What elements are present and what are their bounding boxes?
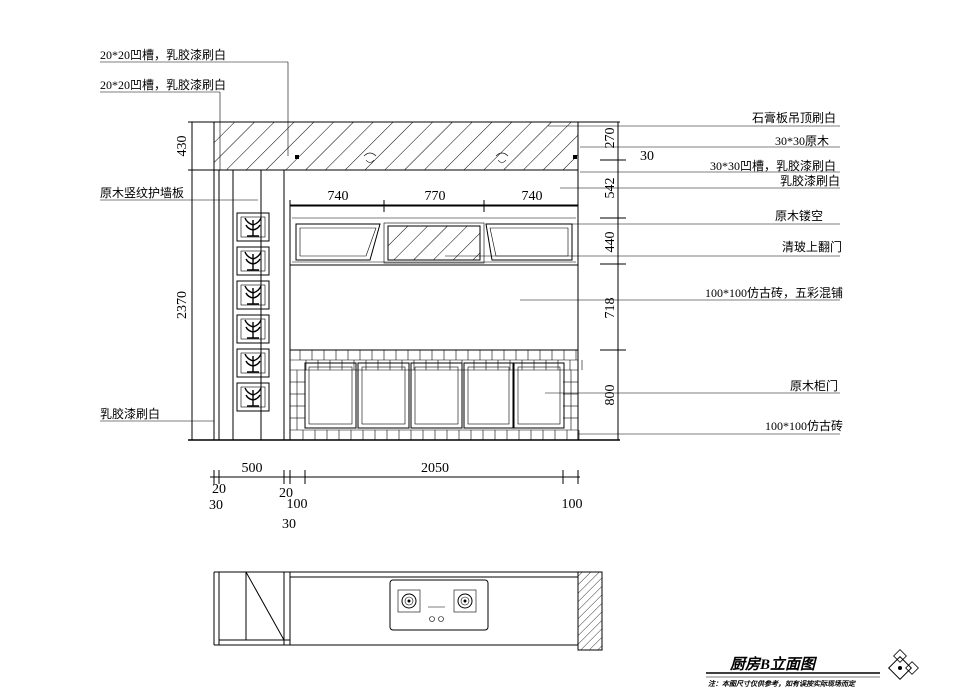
callout-groove-second: 20*20凹槽，乳胶漆刷白 xyxy=(100,77,226,92)
plant-icon xyxy=(244,285,262,305)
hollow-wood-panel-left xyxy=(295,223,381,261)
dimension-lines: 430 2370 270 30 542 440 718 800 740 770 … xyxy=(175,122,654,532)
dim-bottom-30b: 30 xyxy=(282,517,296,532)
base-cabinet-doors xyxy=(304,362,565,429)
dim-bottom-500: 500 xyxy=(242,461,263,476)
plant-icon xyxy=(244,353,262,373)
ceiling-hatch xyxy=(213,121,579,171)
callout-cabinet-door: 原木柜门 xyxy=(790,378,838,393)
plan-view xyxy=(213,571,603,651)
plant-icon xyxy=(244,217,262,237)
callout-groove-top: 20*20凹槽，乳胶漆刷白 xyxy=(100,47,226,62)
dim-bottom-30a: 30 xyxy=(209,498,223,513)
knob-right-icon xyxy=(438,616,444,622)
callout-groove-latex: 30*30凹槽，乳胶漆刷白 xyxy=(710,158,836,173)
dim-right-440: 440 xyxy=(603,232,618,253)
dim-left-wall: 2370 xyxy=(175,291,190,319)
callout-ceiling: 石膏板吊顶刷白 xyxy=(752,110,836,125)
title-block: 厨房B立面图 注：本图尺寸仅供参考，如有误按实际现场而定 xyxy=(706,649,919,688)
tile-ticks xyxy=(296,350,583,440)
dim-bottom-2050: 2050 xyxy=(421,461,449,476)
callout-latex-white-left: 乳胶漆刷白 xyxy=(100,406,160,421)
right-callouts: 石膏板吊顶刷白 30*30原木 30*30凹槽，乳胶漆刷白 乳胶漆刷白 原木镂空… xyxy=(445,110,843,435)
knob-left-icon xyxy=(429,616,435,622)
dim-bottom-20a: 20 xyxy=(212,482,226,497)
wall-cabinet xyxy=(289,204,579,266)
burner-right-icon xyxy=(453,589,477,613)
left-callouts: 20*20凹槽，乳胶漆刷白 20*20凹槽，乳胶漆刷白 原木竖纹护墙板 乳胶漆刷… xyxy=(100,47,289,422)
dim-top-740b: 740 xyxy=(522,189,543,204)
plant-icon xyxy=(244,387,262,407)
dim-bottom-100b: 100 xyxy=(562,497,583,512)
plant-icon xyxy=(244,319,262,339)
glass-flap-door xyxy=(387,225,481,261)
callout-wood-strip: 30*30原木 xyxy=(775,134,829,148)
plant-icon xyxy=(244,251,262,271)
dim-top-740a: 740 xyxy=(328,189,349,204)
callout-wood-panel: 原木竖纹护墙板 xyxy=(100,186,184,200)
logo-icon xyxy=(887,649,919,681)
elevation-view xyxy=(188,121,620,441)
dim-right-718: 718 xyxy=(603,298,618,319)
cooktop xyxy=(389,579,489,631)
drawing-title: 厨房B立面图 xyxy=(729,655,818,673)
callout-tiles-mixed: 100*100仿古砖，五彩混铺 xyxy=(705,285,843,300)
tile-rows xyxy=(290,359,578,431)
dim-right-800: 800 xyxy=(603,385,618,406)
picture-frames xyxy=(236,212,270,412)
burner-left-icon xyxy=(397,589,421,613)
dim-right-ceiling: 270 xyxy=(603,128,618,149)
plan-wall-hatch xyxy=(577,571,603,651)
plant-icons xyxy=(244,217,262,407)
drawing-note: 注：本图尺寸仅供参考，如有误按实际现场而定 xyxy=(708,679,856,688)
callout-hollow-wood: 原木镂空 xyxy=(775,209,823,223)
dim-right-30: 30 xyxy=(640,149,654,164)
callout-tiles-floor: 100*100仿古砖 xyxy=(765,418,843,433)
callout-latex-white-right: 乳胶漆刷白 xyxy=(780,173,840,188)
dim-bottom-20b: 20 xyxy=(279,486,293,501)
dim-bottom-100a: 100 xyxy=(287,497,308,512)
hollow-wood-panel-right xyxy=(485,223,573,261)
dim-top-770: 770 xyxy=(425,189,446,204)
ceiling-lights xyxy=(295,152,577,163)
dim-left-ceiling: 430 xyxy=(175,136,190,157)
callout-glass-flap: 清玻上翻门 xyxy=(782,239,842,254)
